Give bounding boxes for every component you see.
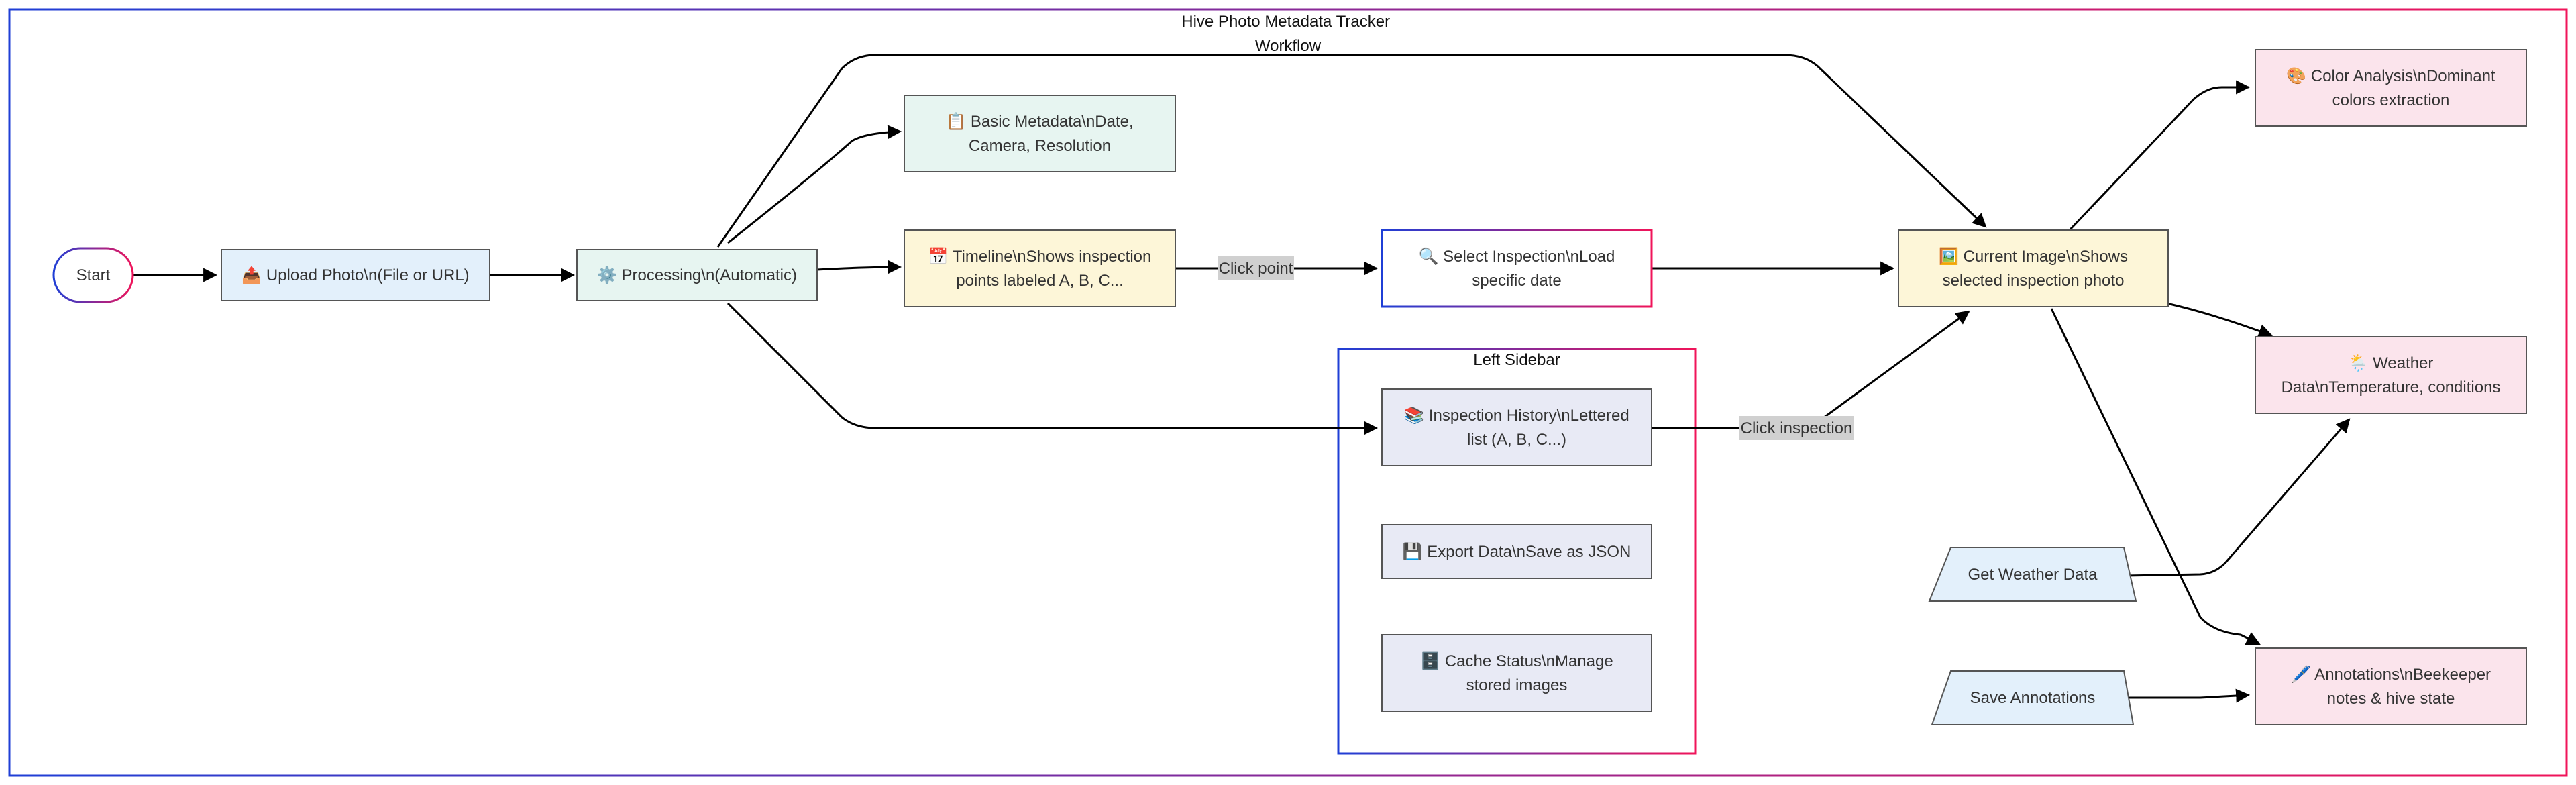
- diagram-title-line: Hive Photo Metadata Tracker: [1181, 13, 1390, 31]
- node-label-line: 📚 Inspection History\nLettered: [1404, 407, 1629, 425]
- node-label-line: stored images: [1466, 676, 1568, 694]
- svg-text:⚙️ Processing\n(Automatic): ⚙️ Processing\n(Automatic): [597, 266, 797, 284]
- node-label-line: notes & hive state: [2327, 690, 2455, 708]
- node-current-image[interactable]: 🖼️ Current Image\nShows selected inspecti…: [1898, 229, 2169, 307]
- node-annotations[interactable]: 🖊️ Annotations\nBeekeeper notes & hive st…: [2255, 647, 2527, 725]
- node-label-line: selected inspection photo: [1943, 272, 2125, 290]
- svg-text:📋 Basic Metadata\nDate,Camera: 📋 Basic Metadata\nDate, Camera, Resolutio…: [946, 112, 1133, 155]
- edge-current-to-weather: [2166, 302, 2273, 338]
- edge-history-to-current: [1652, 310, 1970, 429]
- edge-getweather-to-weather: [2123, 418, 2351, 577]
- node-label-line: Save Annotations: [1970, 689, 2096, 707]
- node-label-line: Get Weather Data: [1968, 566, 2098, 584]
- edge-processing-to-timeline: [816, 260, 902, 274]
- node-export-data[interactable]: 💾 Export Data\nSave as JSON: [1381, 524, 1652, 579]
- node-label-line: list (A, B, C...): [1467, 431, 1566, 449]
- node-label-line: 📅 Timeline\nShows inspection: [928, 247, 1152, 266]
- node-label-line: 🗄️ Cache Status\nManage: [1420, 651, 1613, 670]
- diagram-title: Hive Photo Metadata Tracker Workflow: [1181, 13, 1395, 55]
- node-timeline[interactable]: 📅 Timeline\nShows inspection points label…: [904, 229, 1176, 307]
- node-label-line: 📤 Upload Photo\n(File or URL): [241, 266, 469, 284]
- node-label-line: points labeled A, B, C...: [956, 272, 1123, 290]
- svg-text:📚 Inspection History\nLettere: 📚 Inspection History\nLettered list (A, B…: [1404, 407, 1629, 449]
- edge-saveannot-to-annotations: [2125, 688, 2251, 703]
- svg-text:💾 Export Data\nSave as JSON: 💾 Export Data\nSave as JSON: [1403, 542, 1631, 561]
- edge-processing-to-history: [727, 302, 1379, 435]
- node-label-line: Data\nTemperature, conditions: [2282, 378, 2501, 397]
- left-sidebar-cluster: Left Sidebar: [1337, 348, 1697, 755]
- node-get-weather-data[interactable]: Get Weather Data: [1928, 547, 2137, 602]
- edge-label-text: Click point: [1219, 260, 1293, 278]
- node-cache-status[interactable]: 🗄️ Cache Status\nManage stored images: [1381, 634, 1652, 712]
- node-basic-metadata[interactable]: 📋 Basic Metadata\nDate, Camera, Resolutio…: [904, 95, 1176, 172]
- node-label-line: specific date: [1472, 272, 1561, 290]
- svg-text:Get Weather Data: Get Weather Data: [1968, 566, 2098, 584]
- edge-current-to-color: [2069, 80, 2251, 231]
- node-label-line: Camera, Resolution: [969, 137, 1111, 155]
- node-label-line: Start: [76, 266, 111, 284]
- node-label-line: 🔍 Select Inspection\nLoad: [1419, 246, 1615, 266]
- edge-label-click-inspection: Click inspection: [1739, 416, 1854, 440]
- node-inspection-history[interactable]: 📚 Inspection History\nLettered list (A, B…: [1381, 388, 1652, 466]
- nodes: Start 📤 Upload Photo\n(File or URL) ⚙️ P…: [52, 49, 2527, 725]
- outer-frame: [8, 8, 2568, 777]
- node-label-line: 🖊️ Annotations\nBeekeeper: [2291, 665, 2491, 684]
- node-label-line: ⚙️ Processing\n(Automatic): [597, 266, 797, 284]
- svg-text:📤 Upload Photo\n(File or URL): 📤 Upload Photo\n(File or URL): [241, 266, 469, 284]
- edge-current-to-annotations: [2050, 308, 2261, 645]
- node-processing[interactable]: ⚙️ Processing\n(Automatic): [576, 249, 818, 301]
- node-label-line: 🌦️ Weather: [2349, 354, 2434, 372]
- node-label-line: 🎨 Color Analysis\nDominant: [2286, 66, 2496, 85]
- node-label-line: colors extraction: [2332, 91, 2450, 109]
- diagram-title-line: Workflow: [1255, 37, 1322, 55]
- node-save-annotations[interactable]: Save Annotations: [1931, 670, 2135, 725]
- node-upload-photo[interactable]: 📤 Upload Photo\n(File or URL): [221, 249, 490, 301]
- edge-processing-to-current: [716, 54, 1987, 248]
- svg-text:Start: Start: [76, 266, 111, 284]
- edge-label-text: Click inspection: [1741, 419, 1853, 437]
- sidebar-title: Left Sidebar: [1473, 351, 1560, 369]
- node-label-line: 💾 Export Data\nSave as JSON: [1403, 542, 1631, 561]
- edge-label-click-point: Click point: [1218, 256, 1294, 280]
- svg-text:Save Annotations: Save Annotations: [1970, 689, 2096, 707]
- node-label-line: 📋 Basic Metadata\nDate,: [946, 112, 1133, 131]
- node-label-line: 🖼️ Current Image\nShows: [1939, 247, 2128, 266]
- edge-processing-to-metadata: [727, 125, 902, 244]
- node-color-analysis[interactable]: 🎨 Color Analysis\nDominant colors extract…: [2255, 49, 2527, 127]
- node-select-inspection[interactable]: 🔍 Select Inspection\nLoad specific date: [1381, 229, 1653, 308]
- node-start[interactable]: Start: [52, 247, 134, 303]
